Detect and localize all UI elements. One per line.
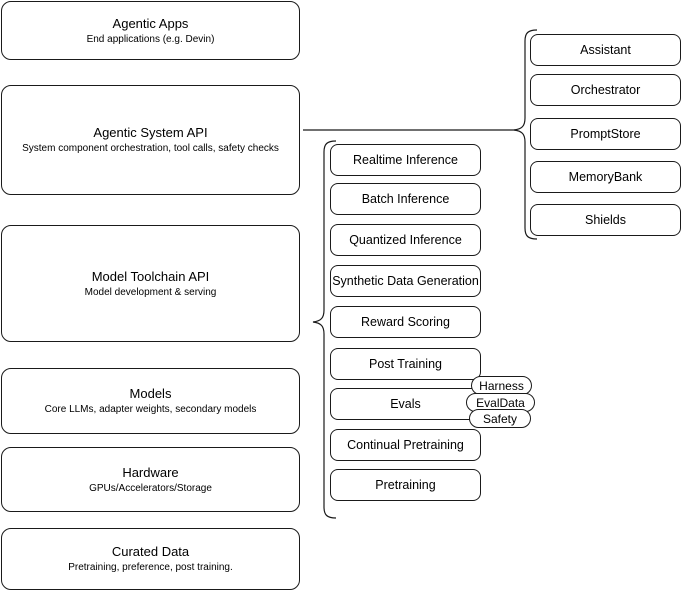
- eval-badge-label: Safety: [482, 411, 518, 426]
- system-item-memorybank[interactable]: MemoryBank: [530, 161, 681, 193]
- toolchain-item-label: Continual Pretraining: [347, 437, 464, 452]
- toolchain-item-quantized-inference[interactable]: Quantized Inference: [330, 224, 481, 256]
- layer-title: Agentic Apps: [112, 15, 189, 31]
- layer-title: Curated Data: [111, 544, 190, 559]
- eval-badge-label: Harness: [479, 378, 524, 393]
- toolchain-item-label: Synthetic Data Generation: [332, 273, 479, 288]
- layer-subtitle: GPUs/Accelerators/Storage: [89, 482, 212, 494]
- toolchain-item-label: Pretraining: [375, 477, 436, 492]
- system-item-orchestrator[interactable]: Orchestrator: [530, 74, 681, 106]
- toolchain-item-batch-inference[interactable]: Batch Inference: [330, 183, 481, 215]
- system-item-label: PromptStore: [570, 126, 641, 141]
- toolchain-item-label: Post Training: [369, 356, 442, 371]
- eval-badge-label: EvalData: [476, 395, 525, 410]
- toolchain-item-synthetic-data-generation[interactable]: Synthetic Data Generation: [330, 265, 481, 297]
- layer-curated-data[interactable]: Curated Data Pretraining, preference, po…: [1, 528, 300, 590]
- toolchain-item-label: Reward Scoring: [361, 314, 450, 329]
- system-item-assistant[interactable]: Assistant: [530, 34, 681, 66]
- toolchain-item-realtime-inference[interactable]: Realtime Inference: [330, 144, 481, 176]
- toolchain-item-reward-scoring[interactable]: Reward Scoring: [330, 306, 481, 338]
- layer-subtitle: Model development & serving: [84, 286, 217, 298]
- layer-title: Hardware: [122, 464, 179, 480]
- system-item-promptstore[interactable]: PromptStore: [530, 118, 681, 150]
- layer-agentic-system-api[interactable]: Agentic System API System component orch…: [1, 85, 300, 195]
- layer-subtitle: End applications (e.g. Devin): [86, 33, 215, 45]
- toolchain-item-post-training[interactable]: Post Training: [330, 348, 481, 380]
- toolchain-item-continual-pretraining[interactable]: Continual Pretraining: [330, 429, 481, 461]
- toolchain-item-pretraining[interactable]: Pretraining: [330, 469, 481, 501]
- layer-title: Agentic System API: [93, 125, 208, 140]
- toolchain-item-label: Batch Inference: [361, 191, 450, 206]
- layer-subtitle: Pretraining, preference, post training.: [68, 562, 233, 573]
- system-item-shields[interactable]: Shields: [530, 204, 681, 236]
- toolchain-item-label: Quantized Inference: [349, 232, 462, 247]
- eval-badge-safety[interactable]: Safety: [469, 409, 531, 428]
- system-item-label: Assistant: [580, 42, 631, 57]
- toolchain-item-label: Evals: [390, 396, 421, 411]
- system-item-label: Shields: [585, 212, 626, 227]
- layer-agentic-apps[interactable]: Agentic Apps End applications (e.g. Devi…: [1, 1, 300, 60]
- layer-hardware[interactable]: Hardware GPUs/Accelerators/Storage: [1, 447, 300, 512]
- toolchain-item-label: Realtime Inference: [353, 152, 458, 167]
- layer-title: Models: [129, 386, 172, 401]
- layer-subtitle: System component orchestration, tool cal…: [22, 143, 279, 154]
- system-item-label: Orchestrator: [570, 82, 641, 97]
- layer-models[interactable]: Models Core LLMs, adapter weights, secon…: [1, 368, 300, 434]
- system-item-label: MemoryBank: [568, 169, 643, 184]
- layer-subtitle: Core LLMs, adapter weights, secondary mo…: [44, 404, 257, 415]
- layer-title: Model Toolchain API: [91, 268, 210, 284]
- layer-model-toolchain-api[interactable]: Model Toolchain API Model development & …: [1, 225, 300, 342]
- toolchain-item-evals[interactable]: Evals: [330, 388, 481, 420]
